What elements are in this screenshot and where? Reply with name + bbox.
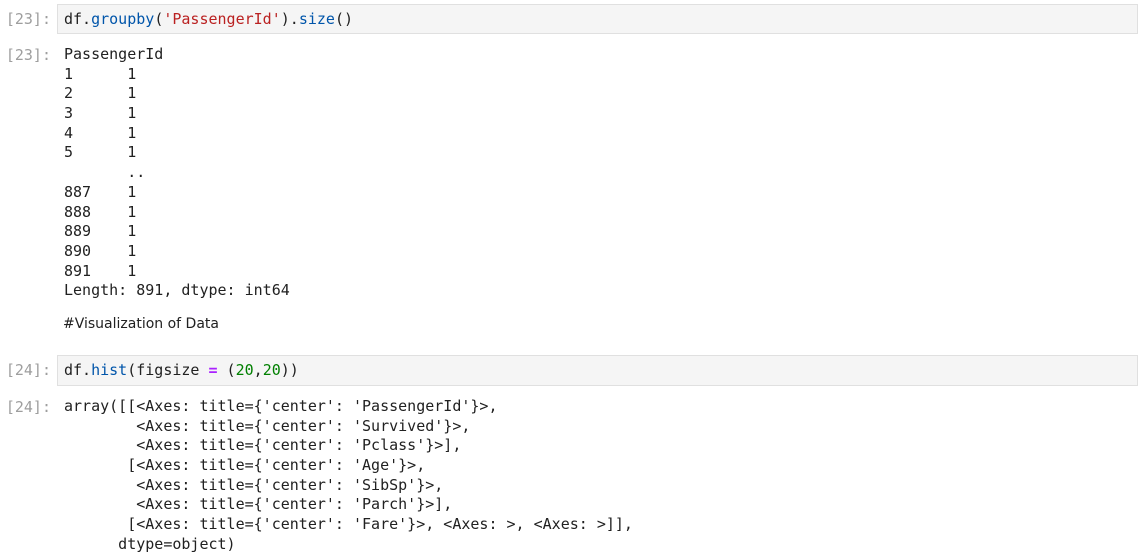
output-prompt: [24]:	[5, 398, 51, 416]
code-token: df.	[64, 10, 92, 28]
input-prompt: [24]:	[5, 361, 51, 379]
output-line: 1 1	[64, 64, 137, 83]
output-line: <Axes: title={'center': 'Survived'}>,	[64, 416, 471, 435]
code-token: =	[208, 361, 218, 379]
code-token: df.	[64, 361, 92, 379]
code-token: hist	[91, 361, 128, 379]
output-line: 889 1	[64, 222, 137, 241]
output-line: ..	[64, 163, 146, 182]
output-line: 887 1	[64, 182, 137, 201]
output-line: [<Axes: title={'center': 'Fare'}>, <Axes…	[64, 515, 633, 534]
code-token: 'PassengerId'	[163, 10, 281, 28]
code-token: ))	[280, 361, 299, 379]
markdown-cell[interactable]: #Visualization of Data	[63, 316, 219, 332]
output-line: PassengerId	[64, 45, 164, 63]
cell-output: array([[<Axes: title={'center': 'Passeng…	[64, 397, 633, 555]
output-prompt: [23]:	[5, 46, 51, 64]
code-token: size	[298, 10, 335, 28]
output-line: 888 1	[64, 202, 137, 221]
output-line: <Axes: title={'center': 'Parch'}>],	[64, 495, 453, 514]
output-line: Length: 891, dtype: int64	[64, 281, 290, 300]
output-line: 3 1	[64, 104, 137, 123]
output-line: 5 1	[64, 143, 137, 162]
code-token: ,	[253, 361, 263, 379]
output-line: 891 1	[64, 261, 137, 280]
input-prompt: [23]:	[5, 10, 51, 28]
output-line: array([[<Axes: title={'center': 'Passeng…	[64, 397, 498, 415]
code-text: df.groupby('PassengerId').size()	[64, 10, 353, 29]
output-line: dtype=object)	[64, 534, 236, 553]
output-line: <Axes: title={'center': 'Pclass'}>],	[64, 436, 462, 455]
output-line: 890 1	[64, 241, 137, 260]
code-text: df.hist(figsize = (20,20))	[64, 361, 299, 380]
code-token: (	[154, 10, 164, 28]
code-token: 20	[235, 361, 254, 379]
code-token: groupby	[91, 10, 155, 28]
code-input[interactable]: df.hist(figsize = (20,20))	[57, 355, 1138, 386]
code-token: (figsize	[127, 361, 209, 379]
code-token: ()	[334, 10, 353, 28]
code-token: ).	[280, 10, 299, 28]
output-line: 4 1	[64, 123, 137, 142]
output-line: <Axes: title={'center': 'SibSp'}>,	[64, 475, 444, 494]
code-input[interactable]: df.groupby('PassengerId').size()	[57, 4, 1138, 34]
code-token: (	[217, 361, 236, 379]
output-line: [<Axes: title={'center': 'Age'}>,	[64, 456, 426, 475]
output-line: 2 1	[64, 84, 137, 103]
code-token: 20	[262, 361, 281, 379]
